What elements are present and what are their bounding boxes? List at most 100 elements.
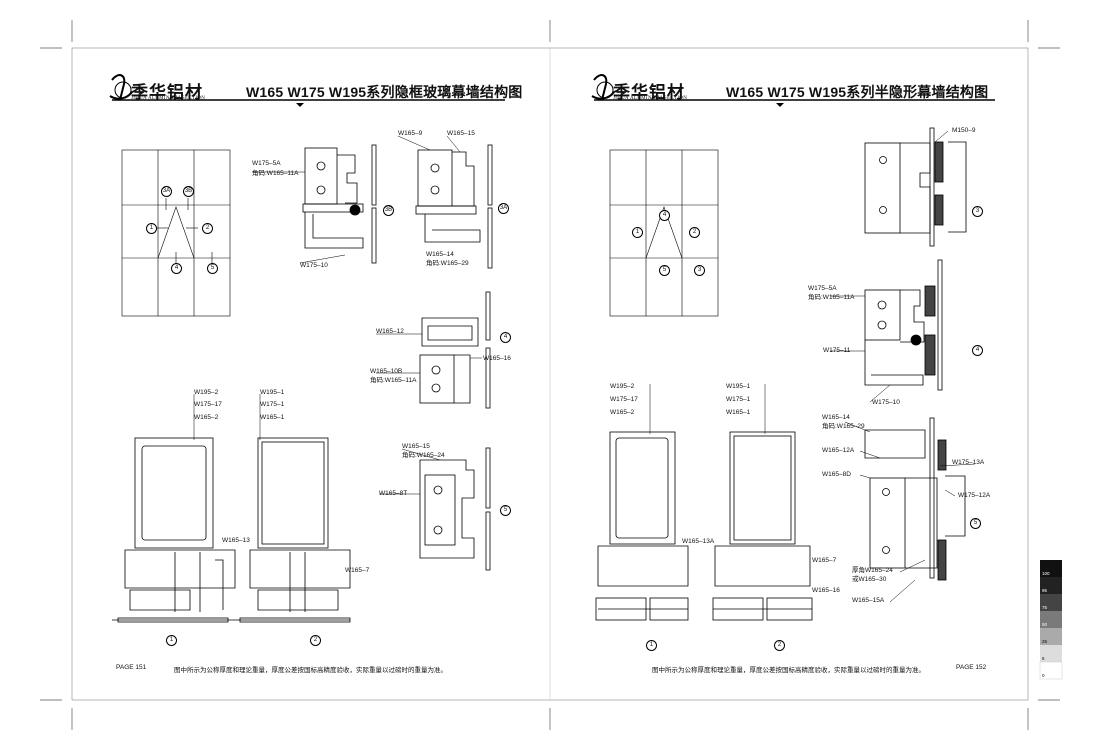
right-section-marker-1: 1	[646, 640, 657, 651]
label-corner-w165-29: 角码:W165–29	[426, 260, 469, 267]
section-marker-1: 1	[166, 635, 177, 646]
label-w165-2: W165–2	[194, 414, 219, 421]
left-marker-4: 4	[171, 263, 182, 274]
label-w175-17: W175–17	[194, 401, 222, 408]
marker-3a: 3A	[498, 203, 509, 214]
label-corner-w165-11a-r: 角码:W165–11A	[808, 294, 855, 301]
label-corner-w165-24: 角码:W165–24	[402, 452, 445, 459]
label-w165-1: W165–1	[260, 414, 285, 421]
right-detail-5	[864, 417, 966, 581]
label-w165-13a: W165–13A	[682, 538, 715, 545]
label-corner-w165-29-r: 角码:W165–29	[822, 423, 865, 430]
gray-100: 100	[1042, 571, 1050, 576]
label-w195-2: W195–2	[194, 389, 219, 396]
label-w165-8d: W165–8D	[822, 471, 851, 478]
left-detail-3b	[302, 144, 377, 264]
label-corner-w165-11a: 角码:W165–11A	[252, 170, 299, 177]
label-w175-1: W175–1	[260, 401, 285, 408]
right-detail-3	[864, 127, 967, 247]
left-marker-1: 1	[146, 223, 157, 234]
right-detail-4	[864, 259, 943, 391]
right-elevation	[609, 149, 719, 317]
label-w165-15a: W165–15A	[852, 597, 885, 604]
right-detail-marker-3: 3	[972, 206, 983, 217]
right-logo-icon	[591, 74, 615, 101]
right-brand-sub: JIHUA ALUMINIUM SECTION	[613, 96, 688, 101]
marker-3b: 3B	[383, 205, 394, 216]
marker-5: 5	[500, 505, 511, 516]
left-detail-5	[419, 447, 491, 571]
right-brand: 季华铝材	[613, 83, 685, 103]
right-marker-4: 4	[659, 210, 670, 221]
right-marker-2: 2	[689, 227, 700, 238]
gray-95: 95	[1042, 588, 1048, 593]
marker-4: 4	[500, 332, 511, 343]
left-section-1	[112, 437, 236, 623]
label-w165-7: W165–7	[345, 567, 370, 574]
label-w165-13: W165–13	[222, 537, 250, 544]
right-marker-3: 3	[694, 265, 705, 276]
label-corner-w165-24-r: 厚角W165–24	[852, 567, 893, 574]
right-section-2	[712, 431, 813, 621]
left-detail-3a	[415, 144, 493, 269]
left-marker-2: 2	[202, 223, 213, 234]
left-brand: 季华铝材	[131, 83, 203, 103]
left-logo-icon	[109, 74, 133, 101]
label-w165-15: W165–15	[447, 130, 475, 137]
left-marker-3b: 3B	[183, 186, 194, 197]
label-w165-14: W165–14	[426, 251, 454, 258]
label-w195-1: W195–1	[260, 389, 285, 396]
label-w165-10b: W165–10B	[370, 368, 403, 375]
right-page-title: W165 W175 W195系列半隐形幕墙结构图	[726, 84, 989, 100]
label-w175-10-r: W175–10	[872, 399, 900, 406]
label-w175-13a: W175–13A	[952, 459, 985, 466]
right-section-1	[595, 431, 689, 621]
right-marker-5: 5	[659, 265, 670, 276]
label-w175-12a: W175–12A	[958, 492, 991, 499]
left-page-number: PAGE 151	[116, 664, 147, 671]
label-w165-1-r: W165–1	[726, 409, 751, 416]
right-section-marker-2: 2	[774, 640, 785, 651]
left-marker-5: 5	[207, 263, 218, 274]
label-w165-2-r: W165–2	[610, 409, 635, 416]
right-footnote: 图中所示为公称厚度和理论重量，厚度公差按国标高精度验收，实际重量以过磅时的重量为…	[652, 667, 925, 674]
left-page-title: W165 W175 W195系列隐框玻璃幕墙结构图	[246, 84, 523, 100]
gray-50: 50	[1042, 622, 1048, 627]
left-footnote: 图中所示为公称厚度和理论重量，厚度公差按国标高精度验收，实际重量以过磅时的重量为…	[174, 667, 447, 674]
crop-marks	[40, 20, 1060, 730]
label-w175-5a-r: W175–5A	[808, 285, 837, 292]
gray-75: 75	[1042, 605, 1048, 610]
label-w195-1-r: W195–1	[726, 383, 751, 390]
right-detail-marker-5: 5	[970, 518, 981, 529]
left-elevation	[121, 149, 231, 317]
left-brand-sub: JIHUA ALUMINIUM SECTION	[131, 96, 206, 101]
label-w165-30: 或W165–30	[852, 576, 887, 583]
gray-scale-strip	[1039, 560, 1063, 680]
label-w175-10: W175–10	[300, 262, 328, 269]
left-section-2	[235, 437, 351, 623]
right-page-number: PAGE 152	[956, 664, 987, 671]
label-w165-16-r: W165–16	[812, 587, 840, 594]
label-w165-7-r: W165–7	[812, 557, 837, 564]
label-w165-9: W165–9	[398, 130, 423, 137]
label-w165-16: W165–16	[483, 355, 511, 362]
right-marker-1: 1	[632, 227, 643, 238]
label-w175-11: W175–11	[823, 347, 851, 354]
label-w165-14-r: W165–14	[822, 414, 850, 421]
label-w165-8t: W165–8T	[379, 490, 408, 497]
label-corner-w165-11a-b: 角码:W165–11A	[370, 377, 417, 384]
label-w165-15b: W165–15	[402, 443, 430, 450]
left-marker-3a: 3A	[161, 186, 172, 197]
leader-lines	[193, 130, 976, 603]
label-w165-12: W165–12	[376, 328, 404, 335]
label-m150-9: M150–9	[952, 127, 976, 134]
gray-0: 0	[1042, 673, 1045, 678]
gray-25: 25	[1042, 639, 1048, 644]
left-detail-4	[419, 291, 491, 409]
label-w175-17-r: W175–17	[610, 396, 638, 403]
section-marker-2: 2	[310, 635, 321, 646]
label-w175-5a: W175–5A	[252, 160, 281, 167]
right-detail-marker-4: 4	[972, 345, 983, 356]
label-w175-1-r: W175–1	[726, 396, 751, 403]
